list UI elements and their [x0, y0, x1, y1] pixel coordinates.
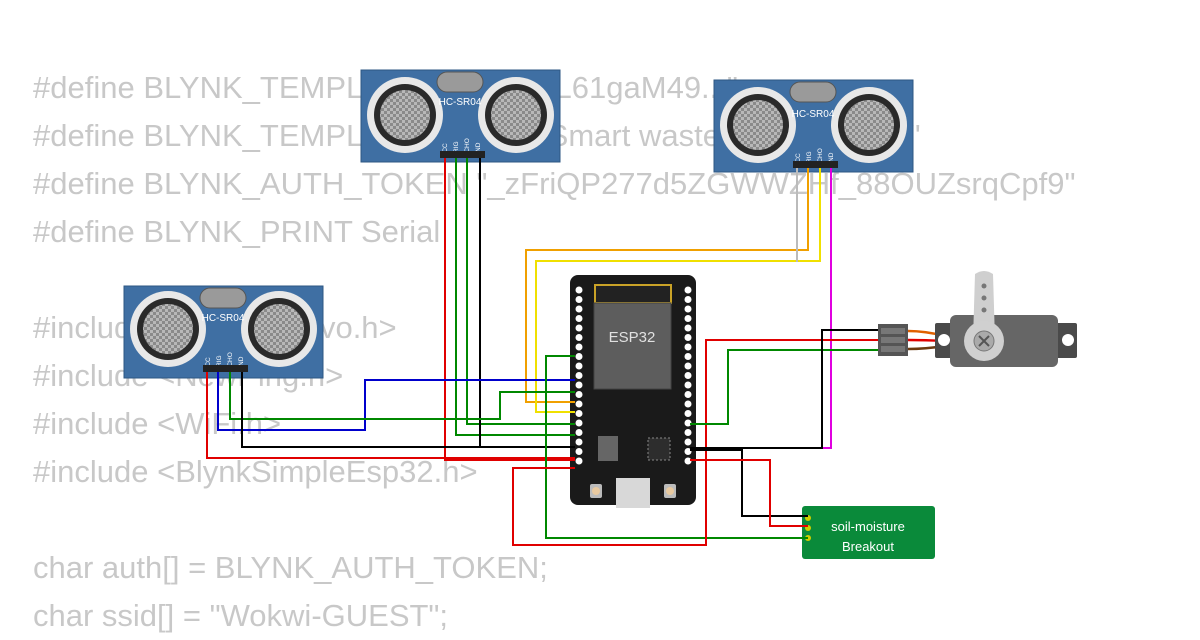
usb-chip [647, 437, 671, 461]
pin-echo-label: ECHO [817, 148, 824, 167]
esp32-pin[interactable] [575, 429, 583, 436]
wire-black-servo-gnd [690, 329, 878, 449]
esp32-pin[interactable] [575, 457, 583, 465]
regulator [598, 436, 618, 461]
pin-vcc-label: VCC [442, 143, 449, 157]
esp32-pin[interactable] [575, 362, 583, 370]
pin-header [440, 151, 485, 158]
usb-port[interactable] [616, 478, 650, 508]
sensor-1-label: HC-SR04 [439, 97, 482, 108]
esp32-pin[interactable] [575, 296, 583, 303]
wifi-module [593, 302, 672, 390]
esp32-board[interactable]: ESP32 [570, 275, 696, 508]
soil-label-line2: Breakout [842, 539, 894, 554]
code-line: char ssid[] = "Wokwi-GUEST"; [33, 598, 449, 633]
wire-red-esp-bottom [512, 339, 878, 546]
pin-trig-label: TRIG [453, 141, 460, 157]
esp32-pin[interactable] [575, 400, 583, 408]
esp32-pin[interactable] [684, 334, 692, 341]
soil-label-line1: soil-moisture [831, 519, 905, 534]
esp32-pin[interactable] [575, 286, 583, 294]
esp32-pin[interactable] [684, 296, 692, 303]
esp32-pin[interactable] [684, 305, 692, 313]
wire-green-esp-top [545, 355, 808, 539]
pin-vcc-label: VCC [205, 357, 212, 371]
code-line: char auth[] = BLYNK_AUTH_TOKEN; [33, 550, 548, 585]
wire-red-sensor3-vcc [206, 372, 575, 459]
wire-green-sensor1-echo [466, 158, 575, 425]
esp32-pin[interactable] [684, 448, 692, 455]
pin-gnd-label: GND [828, 152, 835, 167]
ultrasonic-sensor-2[interactable]: HC-SR04 VCC TRIG ECHO GND [713, 79, 914, 173]
esp32-pin[interactable] [575, 438, 583, 446]
pin-vcc-label: VCC [795, 153, 802, 167]
wire-green-sensor1-trig [455, 158, 575, 436]
esp32-pin[interactable] [575, 372, 583, 379]
esp32-pin[interactable] [575, 391, 583, 398]
code-line: #define BLYNK_PRINT Serial [33, 214, 441, 249]
esp32-label: ESP32 [609, 329, 656, 346]
esp32-pin[interactable] [684, 438, 692, 446]
esp32-pin[interactable] [684, 372, 692, 379]
esp32-pin[interactable] [684, 362, 692, 370]
esp32-pin[interactable] [575, 419, 583, 427]
sensor-3-label: HC-SR04 [202, 313, 245, 324]
wire-black-sensor3-gnd [241, 372, 480, 448]
wire-red-sensor1-vcc [444, 158, 575, 461]
esp32-pin[interactable] [575, 353, 583, 360]
pin-echo-label: ECHO [227, 352, 234, 371]
esp32-pin[interactable] [684, 457, 692, 465]
ultrasonic-sensor-1[interactable]: HC-SR04 VCC TRIG ECHO GND [360, 69, 561, 163]
servo-motor[interactable] [878, 271, 1077, 367]
esp32-pin[interactable] [575, 448, 583, 455]
esp32-pin[interactable] [684, 391, 692, 398]
esp32-pin[interactable] [684, 419, 692, 427]
code-line: #define BLYNK_AUTH_TOKEN "_zFriQP277d5ZG… [33, 166, 1076, 201]
pin-gnd-label: GND [475, 142, 482, 157]
ultrasonic-sensor-3[interactable]: HC-SR04 VCC TRIG ECHO GND [123, 285, 324, 379]
esp32-pin[interactable] [684, 324, 692, 332]
crystal-oscillator [436, 71, 484, 93]
esp32-pin[interactable] [684, 400, 692, 408]
esp32-pin[interactable] [684, 286, 692, 294]
esp32-pin[interactable] [684, 353, 692, 360]
esp32-pin[interactable] [684, 381, 692, 389]
esp32-pin[interactable] [575, 324, 583, 332]
wire-black-sensor1-gnd [479, 158, 575, 448]
antenna [594, 284, 672, 304]
esp32-pin[interactable] [684, 315, 692, 322]
esp32-pin[interactable] [684, 343, 692, 351]
wire-green-servo-signal [690, 349, 878, 425]
esp32-pin[interactable] [575, 381, 583, 389]
wire-green-sensor3-echo [229, 372, 575, 420]
esp32-pin[interactable] [575, 334, 583, 341]
pin-trig-label: TRIG [806, 151, 813, 167]
pin-trig-label: TRIG [216, 355, 223, 371]
wire-blue-sensor3-trig [217, 372, 575, 431]
pin-echo-label: ECHO [464, 138, 471, 157]
esp32-pin[interactable] [575, 343, 583, 351]
esp32-pin[interactable] [684, 429, 692, 436]
code-line: #include <WiFi.h> [33, 406, 282, 441]
wire-yellow-sensor2 [535, 168, 821, 413]
wires [206, 158, 878, 546]
pin-gnd-label: GND [238, 356, 245, 371]
sensor-2-label: HC-SR04 [792, 109, 835, 120]
esp32-pin[interactable] [575, 410, 583, 417]
wire-black-soil-gnd [690, 449, 808, 517]
code-line: #include <BlynkSimpleEsp32.h> [33, 454, 478, 489]
esp32-left-pins[interactable] [575, 286, 583, 465]
esp32-pin[interactable] [575, 305, 583, 313]
esp32-pin[interactable] [684, 410, 692, 417]
esp32-right-pins[interactable] [684, 286, 692, 465]
soil-moisture-breakout[interactable]: soil-moisture Breakout [802, 506, 935, 559]
wire-red-soil-vcc [690, 459, 808, 527]
wire-orange-sensor2 [525, 168, 809, 403]
esp32-pin[interactable] [575, 315, 583, 322]
wire-magenta-sensor2 [690, 168, 832, 449]
